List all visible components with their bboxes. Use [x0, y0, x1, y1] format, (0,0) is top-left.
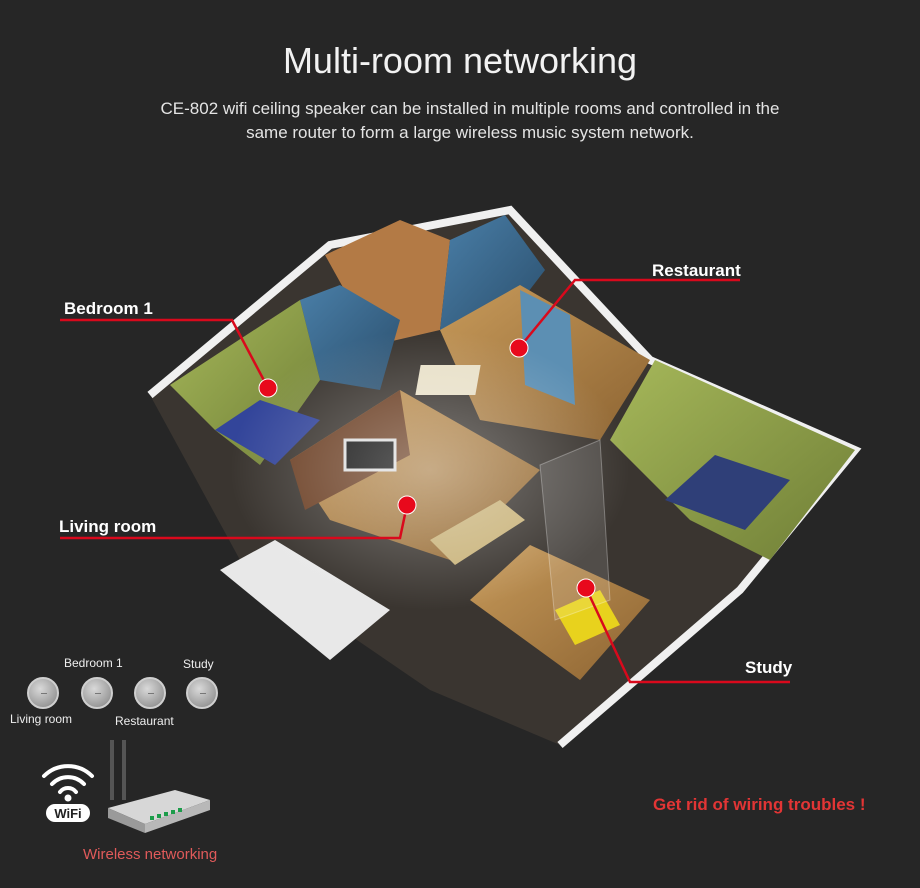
- speaker-label-study: Study: [183, 657, 214, 671]
- study-speaker-marker: [576, 578, 596, 598]
- callout-study: Study: [745, 658, 793, 677]
- wifi-logo-text: WiFi: [54, 806, 81, 821]
- speaker-label-bedroom: Bedroom 1: [64, 656, 123, 670]
- living-speaker-marker: [397, 495, 417, 515]
- speaker-icon-restaurant[interactable]: [134, 677, 166, 709]
- kitchen-room: [325, 220, 450, 345]
- speaker-icon-study[interactable]: [186, 677, 218, 709]
- slogan-text: Get rid of wiring troubles !: [653, 795, 866, 814]
- speaker-icon-bedroom[interactable]: [81, 677, 113, 709]
- callout-bedroom-1: Bedroom 1: [64, 299, 153, 318]
- study-chair: [555, 590, 620, 645]
- speaker-label-restaurant: Restaurant: [115, 714, 174, 728]
- bathroom-1: [440, 215, 545, 335]
- restaurant-callout-line: [518, 278, 740, 349]
- bedroom-speaker-marker: [258, 378, 278, 398]
- page-subtitle: CE-802 wifi ceiling speaker can be insta…: [160, 99, 780, 142]
- speaker-label-living-room: Living room: [10, 712, 73, 726]
- restaurant-speaker-marker: [509, 338, 529, 358]
- study-callout-line: [584, 587, 790, 684]
- speaker-icon-living-room[interactable]: [27, 677, 59, 709]
- balcony: [220, 540, 390, 660]
- wireless-networking-label: Wireless networking: [83, 846, 218, 863]
- living-callout-line: [60, 504, 409, 540]
- callout-restaurant: Restaurant: [652, 261, 741, 280]
- wifi-icon: WiFi: [42, 764, 94, 822]
- bedroom-callout-line: [60, 318, 270, 389]
- master-bed: [665, 455, 790, 530]
- router-icon: [108, 740, 210, 833]
- callout-living-room: Living room: [59, 517, 157, 536]
- page-title: Multi-room networking: [282, 40, 638, 81]
- master-bedroom: [610, 360, 855, 560]
